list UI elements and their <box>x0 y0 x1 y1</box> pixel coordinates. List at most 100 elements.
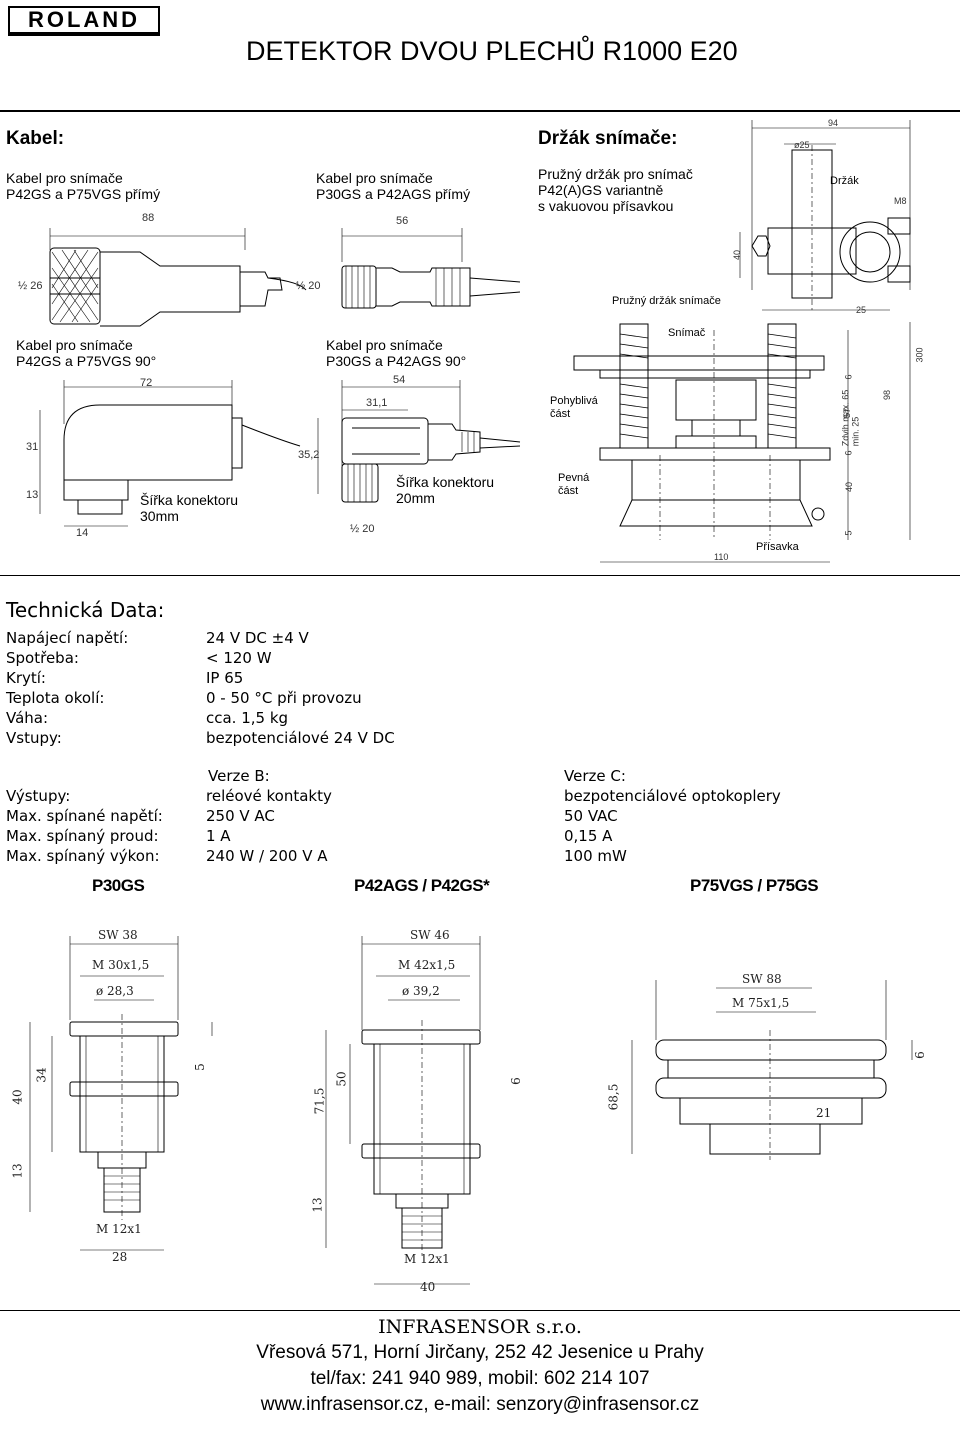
kabel-angled-2-height: 35,2 <box>298 449 320 461</box>
zdvih-min: min. 25 <box>850 416 861 447</box>
drzak-heading: Držák snímače: <box>538 128 678 149</box>
cable-drawing-straight-2 <box>341 228 521 309</box>
p42-height-13: 13 <box>310 1197 325 1213</box>
tech-values: 24 V DC ±4 V < 120 W IP 65 0 - 50 °C při… <box>206 628 395 748</box>
pevna-line2: část <box>558 485 579 497</box>
p30-sw: SW 38 <box>98 928 138 942</box>
output-label: Max. spínaný proud: <box>6 827 159 845</box>
kabel-straight-1-line2: P42GS a P75VGS přímý <box>6 186 161 202</box>
p42-width-40: 40 <box>420 1280 436 1294</box>
kabel-angled-2-title: Kabel pro snímače P30GS a P42AGS 90° <box>326 337 466 369</box>
verze-c-heading: Verze C: <box>564 767 626 785</box>
tech-label: Váha: <box>6 709 49 727</box>
prisavka-label: Přísavka <box>756 541 799 553</box>
output-value-c: 0,15 A <box>564 827 613 845</box>
drzak-desc-line3: s vakuovou přísavkou <box>538 198 674 214</box>
dim-40: 40 <box>732 249 743 261</box>
pohybliva-line2: část <box>550 408 571 420</box>
p75-height-6: 6 <box>912 1051 927 1059</box>
p75-thread: M 75x1,5 <box>732 996 790 1010</box>
pevna-line1: Pevná <box>558 472 590 484</box>
kabel-straight-1-length: 88 <box>142 212 155 224</box>
p30gs-drawing <box>29 936 213 1251</box>
p30-diameter: ø 28,3 <box>96 984 134 998</box>
pohybliva-line1: Pohyblivá <box>550 395 598 407</box>
pohybliva-cast-label: Pohyblivá část <box>550 395 598 421</box>
output-value-c: 50 VAC <box>564 807 618 825</box>
kabel-angled-2-length2: 31,1 <box>366 397 388 409</box>
p30-thread: M 30x1,5 <box>92 958 150 972</box>
p75-height-21: 21 <box>816 1106 832 1120</box>
verze-b-heading: Verze B: <box>208 767 270 785</box>
dim-6b: 6 <box>843 450 854 456</box>
p42-sw: SW 46 <box>410 928 450 942</box>
tech-value: 0 - 50 °C při provozu <box>206 689 362 707</box>
p42-height-50: 50 <box>334 1071 349 1087</box>
p75gs-drawing <box>631 980 913 1160</box>
p42-height-715: 71,5 <box>312 1087 327 1115</box>
output-labels: Výstupy: Max. spínané napětí: Max. spína… <box>6 786 163 866</box>
kabel-straight-2-title: Kabel pro snímače P30GS a P42AGS přímý <box>316 170 470 202</box>
kabel-angled-1-width: Šířka konektoru 30mm <box>140 492 238 524</box>
drzak-description: Pružný držák pro snímač P42(A)GS variant… <box>538 166 693 214</box>
dim-25b: 25 <box>856 305 867 315</box>
dim-98: 98 <box>882 389 893 401</box>
zdvih-label: Zdvih max. 65 min. 25 <box>840 390 860 447</box>
page-title: DETEKTOR DVOU PLECHŮ R1000 E20 <box>246 36 738 66</box>
p30-height-34: 34 <box>34 1067 49 1083</box>
output-value-c: bezpotenciálové optokoplery <box>564 787 781 805</box>
model-p42gs: P42AGS / P42GS* <box>354 876 490 895</box>
kabel-angled-1-line1: Kabel pro snímače <box>16 337 133 353</box>
footer-company: INFRASENSOR s.r.o. <box>378 1316 582 1338</box>
kabel-angled-2-width: Šířka konektoru 20mm <box>396 474 494 506</box>
tech-label: Spotřeba: <box>6 649 79 667</box>
drzak-desc-line2: P42(A)GS variantně <box>538 182 664 198</box>
kabel-straight-1-line1: Kabel pro snímače <box>6 170 123 186</box>
p30-width-28: 28 <box>112 1250 128 1264</box>
kabel-straight-2-length: 56 <box>396 215 409 227</box>
dim-300: 300 <box>914 347 925 363</box>
drzak-desc-line1: Pružný držák pro snímač <box>538 166 693 182</box>
p30-connector: M 12x1 <box>96 1222 142 1236</box>
kabel-straight-1-diameter: ½ 26 <box>18 280 43 292</box>
kabel-angled-2-length: 54 <box>393 374 406 386</box>
kabel-angled-1-length: 72 <box>140 377 153 389</box>
tech-label: Krytí: <box>6 669 46 687</box>
output-value-b: 240 W / 200 V A <box>206 847 328 865</box>
header-divider <box>0 110 960 112</box>
kabel-angled-1-height: 31 <box>26 441 39 453</box>
footer-address: Vřesová 571, Horní Jirčany, 252 42 Jesen… <box>256 1342 704 1363</box>
output-label: Max. spínané napětí: <box>6 807 163 825</box>
output-values-c: bezpotenciálové optokoplery 50 VAC 0,15 … <box>564 786 781 866</box>
kabel-angled-1-height2: 13 <box>26 489 39 501</box>
kabel-angled-1-line2: P42GS a P75VGS 90° <box>16 353 157 369</box>
kabel-angled-2-width-label: Šířka konektoru <box>396 474 495 490</box>
tech-value: IP 65 <box>206 669 244 687</box>
output-value-b: 250 V AC <box>206 807 275 825</box>
model-p75gs: P75VGS / P75GS <box>690 876 819 895</box>
footer-divider <box>0 1310 960 1311</box>
tech-value: < 120 W <box>206 649 272 667</box>
drzak-label: Držák <box>830 175 859 187</box>
output-values-b: reléové kontakty 250 V AC 1 A 240 W / 20… <box>206 786 332 866</box>
kabel-angled-2-line1: Kabel pro snímače <box>326 337 443 353</box>
holder-drawing <box>739 120 911 311</box>
kabel-angled-1-width-label: Šířka konektoru <box>140 492 239 508</box>
dim-5: 5 <box>843 530 854 536</box>
output-value-b: 1 A <box>206 827 231 845</box>
cable-drawing-angled-1 <box>39 380 301 527</box>
kabel-angled-2-diameter: ½ 20 <box>350 523 375 535</box>
p42gs-drawing <box>325 936 481 1285</box>
kabel-angled-1-title: Kabel pro snímače P42GS a P75VGS 90° <box>16 337 156 369</box>
pevna-cast-label: Pevná část <box>558 472 589 498</box>
kabel-angled-2-width-value: 20mm <box>396 490 435 506</box>
tech-label: Teplota okolí: <box>6 689 105 707</box>
kabel-straight-1-title: Kabel pro snímače P42GS a P75VGS přímý <box>6 170 160 202</box>
tech-value: bezpotenciálové 24 V DC <box>206 729 395 747</box>
tech-heading: Technická Data: <box>6 598 165 622</box>
kabel-straight-2-line1: Kabel pro snímače <box>316 170 433 186</box>
tech-labels: Napájecí napětí: Spotřeba: Krytí: Teplot… <box>6 628 128 748</box>
p42-diameter: ø 39,2 <box>402 984 440 998</box>
pruzny-drzak-label: Pružný držák snímače <box>612 295 721 307</box>
